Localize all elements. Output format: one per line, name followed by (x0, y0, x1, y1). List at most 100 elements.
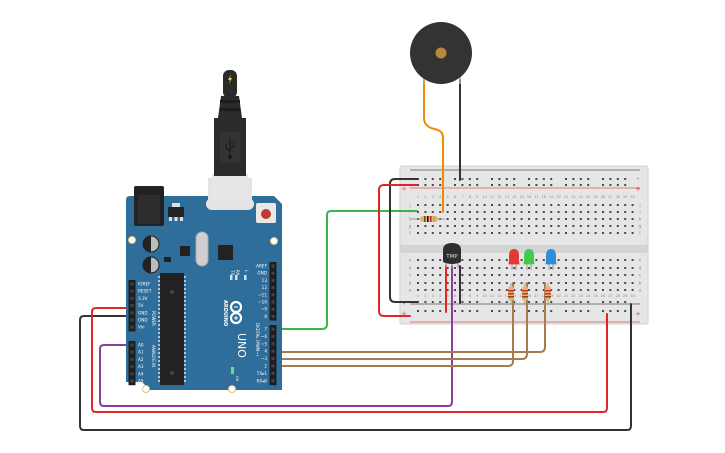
terminal-hole[interactable] (491, 225, 493, 227)
terminal-hole[interactable] (631, 211, 634, 213)
arduino-uno[interactable]: TX RX L ON ARDUINO UNO DIGITAL (PWM~) PO… (126, 178, 282, 393)
terminal-hole[interactable] (616, 218, 619, 220)
terminal-hole[interactable] (461, 289, 464, 291)
terminal-hole[interactable] (542, 282, 545, 284)
terminal-hole[interactable] (550, 274, 553, 276)
header-pin[interactable] (271, 371, 275, 375)
terminal-hole[interactable] (535, 282, 538, 284)
terminal-hole[interactable] (505, 259, 508, 261)
terminal-hole[interactable] (520, 204, 523, 206)
terminal-hole[interactable] (424, 289, 427, 291)
terminal-hole[interactable] (542, 232, 545, 234)
rail-hole[interactable] (498, 310, 501, 312)
terminal-hole[interactable] (431, 232, 434, 234)
rail-hole[interactable] (476, 178, 479, 180)
terminal-hole[interactable] (616, 225, 619, 227)
terminal-hole[interactable] (624, 204, 627, 206)
terminal-hole[interactable] (579, 267, 582, 269)
wire-rail-gnd-jumper[interactable] (389, 178, 418, 303)
terminal-hole[interactable] (631, 289, 634, 291)
terminal-hole[interactable] (624, 211, 627, 213)
terminal-hole[interactable] (491, 267, 493, 269)
terminal-hole[interactable] (550, 218, 553, 220)
wire-a0-purple[interactable] (99, 265, 453, 407)
terminal-hole[interactable] (461, 274, 464, 276)
terminal-hole[interactable] (550, 204, 553, 206)
terminal-hole[interactable] (461, 211, 464, 213)
wire-5v-red[interactable] (91, 307, 608, 413)
terminal-hole[interactable] (461, 218, 464, 220)
terminal-hole[interactable] (498, 267, 501, 269)
terminal-hole[interactable] (587, 218, 590, 220)
terminal-hole[interactable] (579, 218, 582, 220)
terminal-hole[interactable] (609, 225, 612, 227)
terminal-hole[interactable] (454, 218, 456, 220)
rail-hole[interactable] (624, 178, 627, 180)
terminal-hole[interactable] (557, 274, 560, 276)
terminal-hole[interactable] (439, 289, 442, 291)
terminal-hole[interactable] (505, 289, 508, 291)
terminal-hole[interactable] (483, 204, 486, 206)
rail-hole[interactable] (431, 178, 434, 180)
terminal-hole[interactable] (587, 225, 590, 227)
terminal-hole[interactable] (631, 282, 634, 284)
terminal-hole[interactable] (587, 274, 590, 276)
terminal-hole[interactable] (491, 274, 493, 276)
terminal-hole[interactable] (505, 204, 508, 206)
terminal-hole[interactable] (631, 274, 634, 276)
header-pin[interactable] (130, 304, 134, 308)
terminal-hole[interactable] (602, 232, 604, 234)
terminal-hole[interactable] (579, 204, 582, 206)
terminal-hole[interactable] (439, 232, 442, 234)
rail-hole[interactable] (572, 184, 575, 186)
terminal-hole[interactable] (454, 225, 456, 227)
rail-hole[interactable] (513, 310, 516, 312)
terminal-hole[interactable] (572, 218, 575, 220)
terminal-hole[interactable] (609, 274, 612, 276)
rail-hole[interactable] (609, 184, 612, 186)
terminal-hole[interactable] (431, 225, 434, 227)
terminal-hole[interactable] (417, 259, 419, 261)
terminal-hole[interactable] (476, 232, 479, 234)
terminal-hole[interactable] (483, 211, 486, 213)
terminal-hole[interactable] (483, 218, 486, 220)
terminal-hole[interactable] (454, 274, 456, 276)
wire-pin3-brown[interactable] (271, 282, 528, 360)
terminal-hole[interactable] (417, 274, 419, 276)
terminal-hole[interactable] (542, 218, 545, 220)
terminal-hole[interactable] (528, 267, 530, 269)
terminal-hole[interactable] (483, 289, 486, 291)
terminal-hole[interactable] (498, 211, 501, 213)
terminal-hole[interactable] (609, 218, 612, 220)
terminal-hole[interactable] (431, 204, 434, 206)
terminal-hole[interactable] (424, 259, 427, 261)
terminal-hole[interactable] (594, 218, 597, 220)
terminal-hole[interactable] (476, 289, 479, 291)
wire-gnd-black[interactable] (79, 303, 632, 431)
terminal-hole[interactable] (439, 204, 442, 206)
rail-hole[interactable] (431, 310, 434, 312)
terminal-hole[interactable] (476, 218, 479, 220)
terminal-hole[interactable] (491, 211, 493, 213)
terminal-hole[interactable] (616, 211, 619, 213)
rail-hole[interactable] (616, 310, 619, 312)
terminal-hole[interactable] (468, 225, 471, 227)
rail-hole[interactable] (550, 184, 553, 186)
rail-hole[interactable] (528, 178, 530, 180)
rail-hole[interactable] (461, 184, 464, 186)
terminal-hole[interactable] (624, 218, 627, 220)
terminal-hole[interactable] (579, 282, 582, 284)
header-pin[interactable] (130, 311, 134, 315)
rail-hole[interactable] (550, 310, 553, 312)
terminal-hole[interactable] (542, 204, 545, 206)
terminal-hole[interactable] (572, 289, 575, 291)
terminal-hole[interactable] (535, 211, 538, 213)
terminal-hole[interactable] (587, 232, 590, 234)
terminal-hole[interactable] (550, 225, 553, 227)
terminal-hole[interactable] (616, 274, 619, 276)
terminal-hole[interactable] (513, 274, 516, 276)
rail-hole[interactable] (587, 178, 590, 180)
terminal-hole[interactable] (520, 225, 523, 227)
terminal-hole[interactable] (491, 259, 493, 261)
terminal-hole[interactable] (446, 232, 449, 234)
